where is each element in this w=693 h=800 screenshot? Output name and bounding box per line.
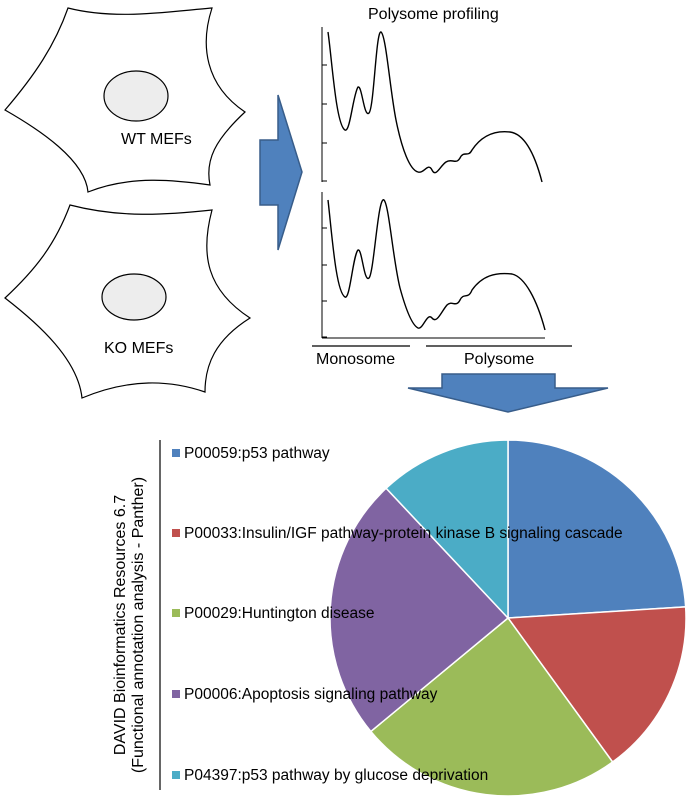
profiling-title: Polysome profiling [368,6,499,23]
profile-top-trace [327,31,543,183]
legend-swatch [172,771,180,779]
pie-slice [506,606,687,764]
ko-nucleus [101,273,167,321]
monosome-label: Monosome [316,351,396,368]
wt-cell-label: WT MEFs [121,131,192,148]
legend-label: P04397:p53 pathway by glucose deprivatio… [184,767,489,784]
legend-item: P04397:p53 pathway by glucose deprivatio… [172,766,642,785]
legend-item: P00033:Insulin/IGF pathway-protein kinas… [172,524,642,543]
side-label: DAVID Bioinformatics Resources 6.7 (Func… [112,455,148,795]
profile-plot-bottom [321,192,546,339]
pie-slice [329,487,510,733]
profile-top-ticks [322,64,327,182]
legend-label: P00006:Apoptosis signaling pathway [184,686,438,703]
ko-mef-cell [4,204,252,399]
profile-bottom-ticks [322,227,327,338]
legend-swatch [172,690,180,698]
legend-item: P00059:p53 pathway [172,444,642,463]
legend-item: P00006:Apoptosis signaling pathway [172,685,642,704]
side-label-line1: DAVID Bioinformatics Resources 6.7 [112,494,129,756]
legend-label: P00029:Huntington disease [184,605,375,622]
pie-slice [385,439,509,620]
legend-label: P00033:Insulin/IGF pathway-protein kinas… [184,525,623,542]
legend-swatch [172,449,180,457]
wt-cell-outline [4,7,246,193]
pie-chart [329,439,687,797]
ko-cell-label: KO MEFs [104,340,174,357]
profile-plot-top [321,27,543,183]
side-label-line2: (Functional annotation analysis - Panthe… [130,476,147,774]
polysome-label: Polysome [464,351,535,368]
down-arrow [407,373,609,413]
legend-label: P00059:p53 pathway [184,445,330,462]
legend-swatch [172,609,180,617]
profile-bottom-trace [327,199,546,331]
pie-slice [507,439,687,619]
ko-cell-outline [4,204,252,399]
pie-slice [369,616,614,797]
legend-item: P00029:Huntington disease [172,604,642,623]
wt-nucleus [103,70,169,122]
right-arrow [259,94,303,251]
legend-swatch [172,529,180,537]
wt-mef-cell [4,7,246,193]
